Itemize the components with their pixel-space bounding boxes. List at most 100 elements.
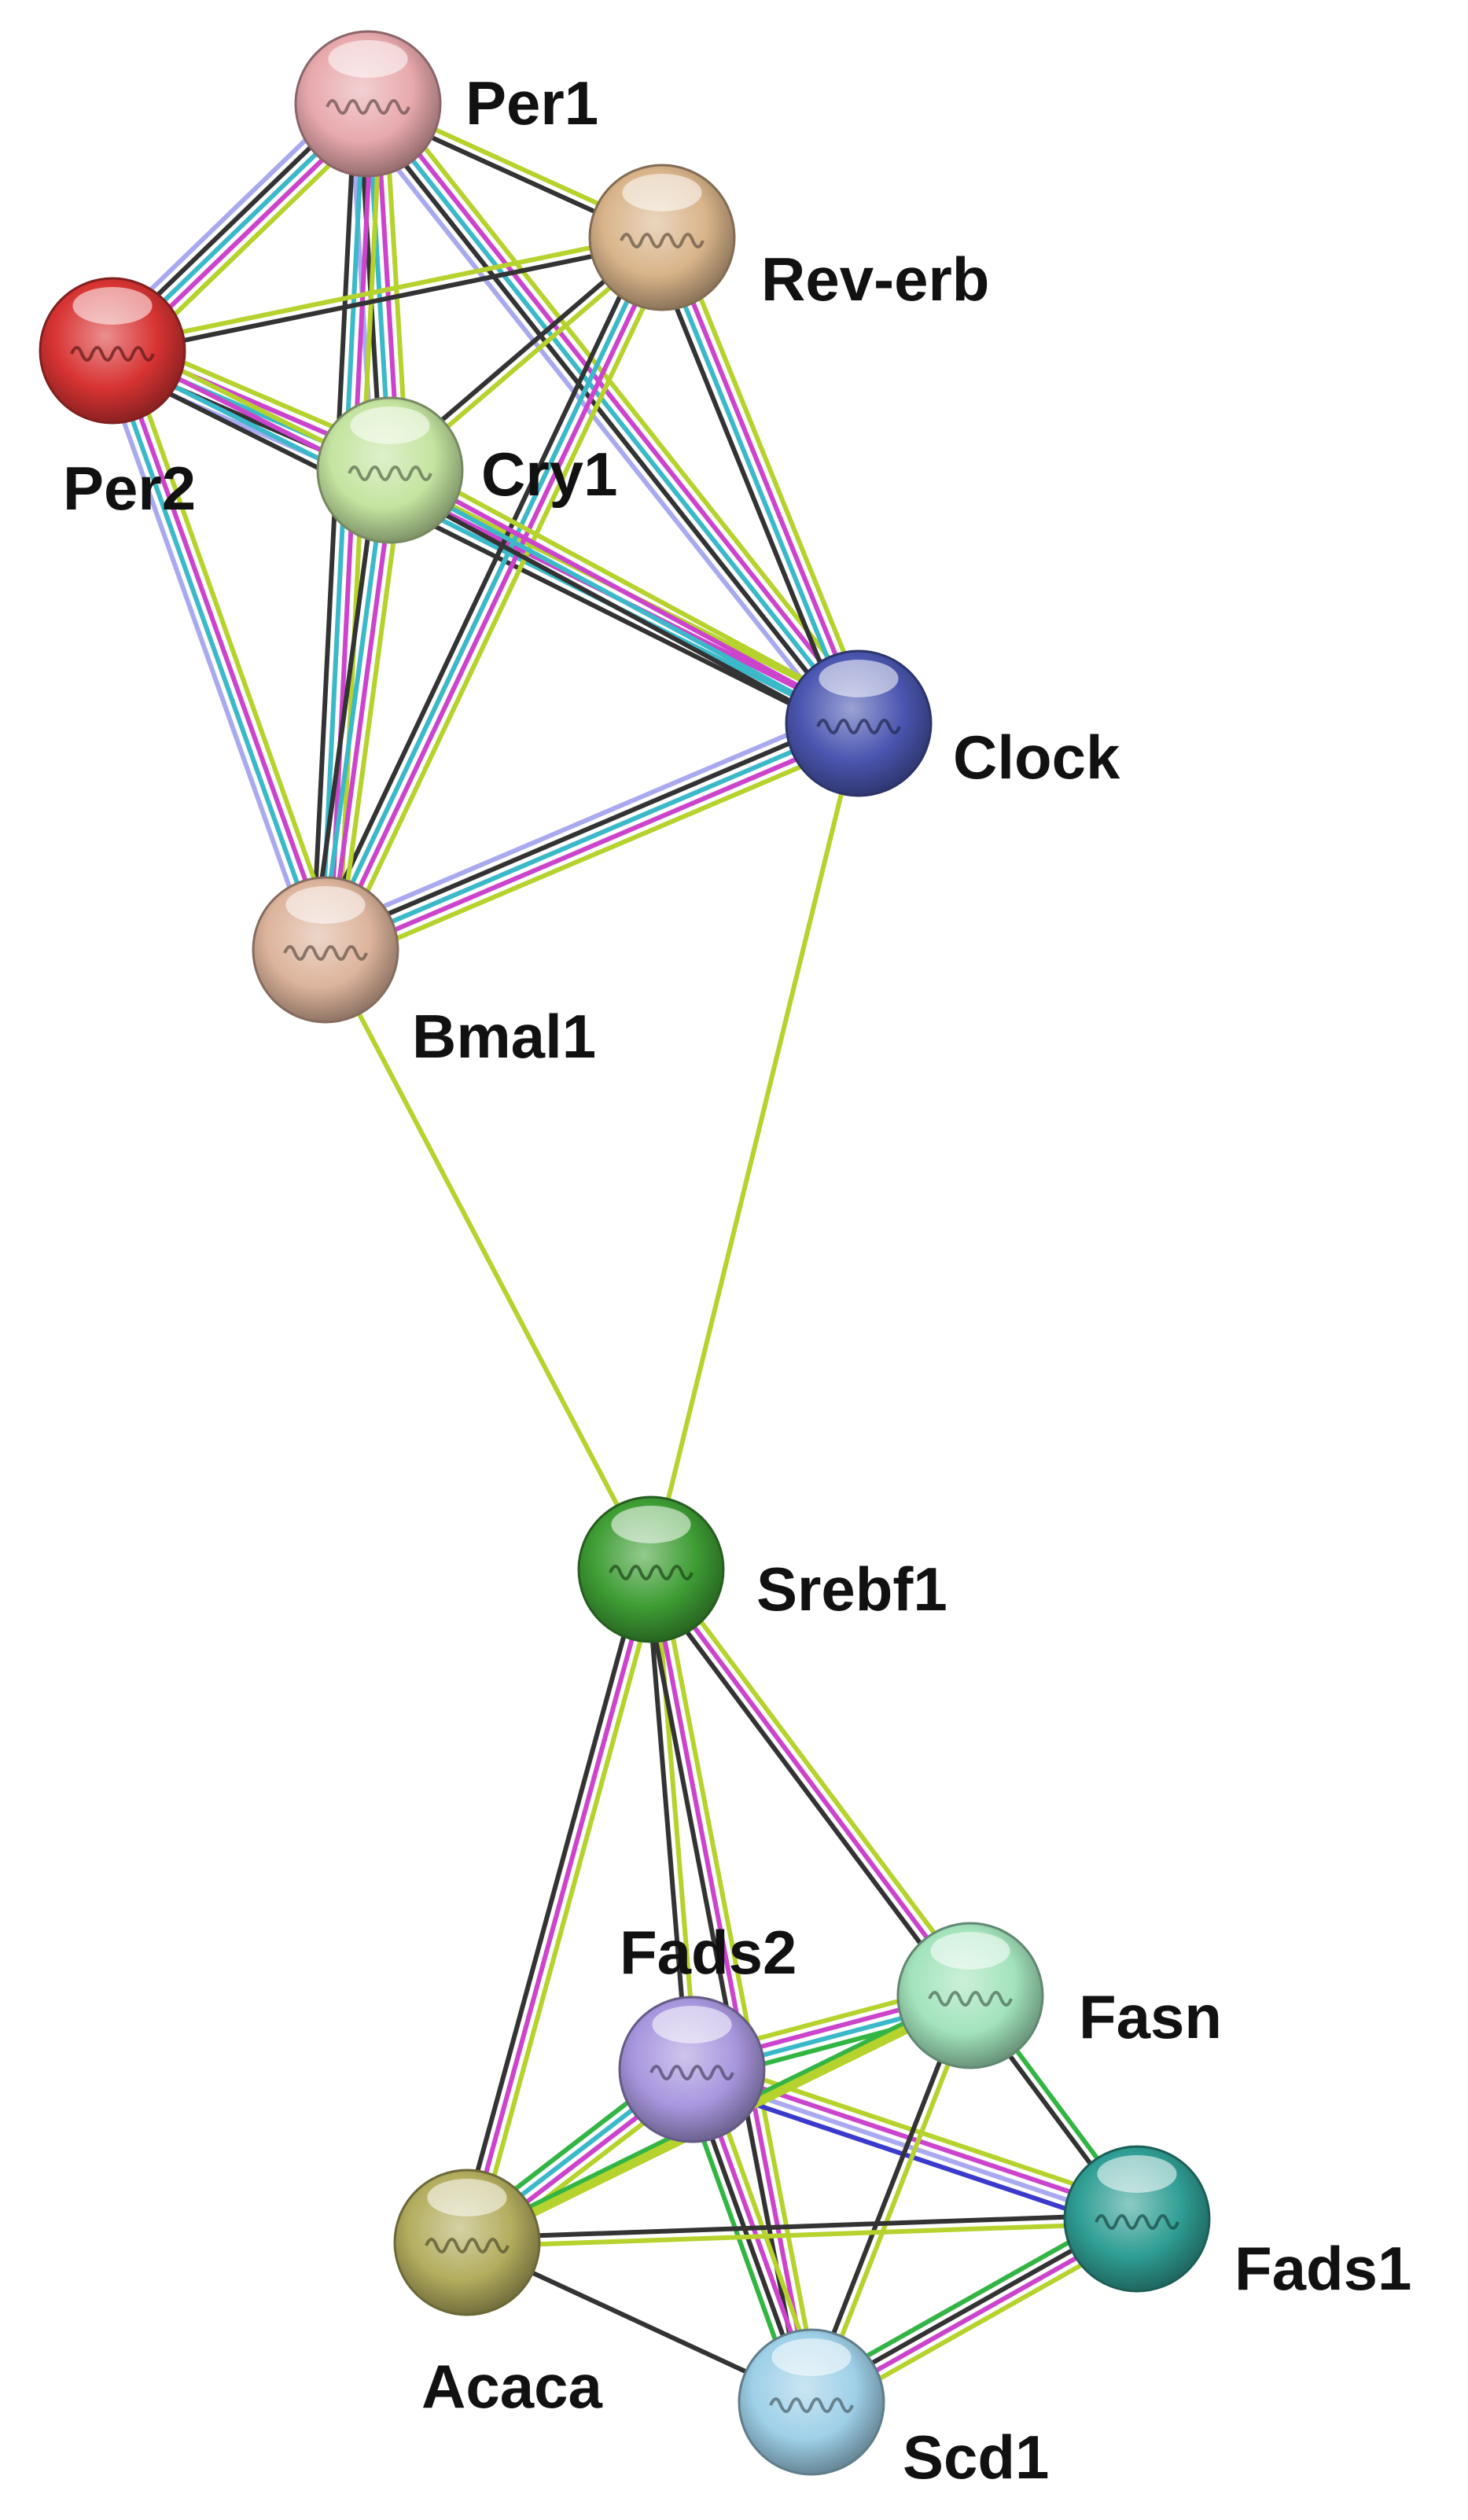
protein-structure-icon	[609, 1565, 694, 1580]
edge-strand-cyan	[319, 234, 660, 949]
node-label-fads1: Fads1	[1234, 2234, 1411, 2303]
node-label-fads2: Fads2	[620, 1918, 797, 1987]
protein-structure-icon	[649, 2065, 734, 2080]
node-cry1[interactable]	[316, 396, 464, 544]
edge-strand-cyan	[324, 721, 860, 952]
edge-per2-clock	[105, 337, 866, 738]
edge-clock-srebf1	[649, 723, 861, 1570]
protein-structure-icon	[70, 346, 155, 362]
edge-strand-lime	[695, 2055, 1142, 2209]
node-highlight	[819, 660, 899, 697]
edge-strand-black	[321, 713, 856, 944]
edge-strand-black	[310, 468, 380, 949]
node-label-per2: Per2	[63, 454, 196, 523]
node-per2[interactable]	[39, 277, 186, 425]
edge-strand-magenta	[113, 344, 862, 722]
edge-strand-magenta	[327, 238, 668, 953]
edge-cry1-bmal1	[310, 468, 406, 952]
edge-bmal1-srebf1	[323, 948, 653, 1571]
edge-strand-lime	[671, 231, 874, 719]
edge-strand-lime	[122, 345, 340, 947]
edge-strand-lime	[336, 471, 406, 952]
edge-strand-cyan	[318, 469, 388, 950]
edge-strand-lavender	[97, 354, 316, 955]
edge-strand-cyan	[386, 472, 858, 730]
node-label-bmal1: Bmal1	[412, 1002, 596, 1071]
edge-strand-black	[642, 1573, 966, 2003]
node-per1[interactable]	[294, 30, 442, 178]
protein-structure-icon	[283, 945, 368, 961]
edge-reverb-bmal1	[311, 230, 676, 957]
edge-strand-black	[105, 360, 854, 738]
edge-strand-lime	[657, 1567, 822, 2401]
edge-strand-lavender	[318, 704, 853, 936]
edge-strand-magenta	[391, 464, 863, 722]
node-label-reverb: Rev-erb	[761, 245, 989, 314]
node-fasn[interactable]	[896, 1922, 1044, 2069]
node-srebf1[interactable]	[577, 1495, 725, 1643]
nodes-layer	[39, 30, 1211, 2476]
edge-strand-magenta	[373, 97, 867, 720]
node-highlight	[622, 174, 702, 212]
edge-strand-cyan	[366, 102, 861, 725]
node-highlight	[350, 407, 430, 444]
edge-strand-black	[311, 230, 653, 946]
edge-strand-magenta	[328, 729, 863, 960]
node-highlight	[72, 287, 153, 325]
node-highlight	[1097, 2155, 1177, 2193]
protein-structure-icon	[425, 2238, 510, 2253]
protein-structure-icon	[620, 233, 705, 248]
node-highlight	[930, 1932, 1010, 1970]
edge-strand-cyan	[318, 103, 366, 950]
node-label-scd1: Scd1	[903, 2423, 1049, 2492]
node-highlight	[427, 2179, 507, 2216]
edge-strand-lime	[649, 723, 861, 1570]
node-reverb[interactable]	[588, 164, 736, 311]
node-highlight	[285, 886, 366, 924]
protein-structure-icon	[928, 1991, 1013, 2007]
node-fads2[interactable]	[618, 1996, 766, 2143]
edge-srebf1-acaca	[456, 1566, 662, 2246]
edge-strand-lime	[331, 737, 866, 969]
edge-strand-cyan	[105, 351, 324, 952]
node-clock[interactable]	[785, 649, 933, 797]
edge-srebf1-fasn	[642, 1562, 980, 2003]
edge-per1-clock	[352, 91, 874, 736]
edge-strand-black	[456, 1566, 646, 2241]
node-fads1[interactable]	[1063, 2145, 1211, 2293]
edge-strand-lime	[656, 1562, 980, 1992]
node-label-per1: Per1	[465, 68, 598, 138]
edge-strand-black	[644, 1569, 690, 2070]
node-label-acaca: Acaca	[421, 2352, 602, 2421]
edge-strand-magenta	[649, 1569, 814, 2403]
node-label-fasn: Fasn	[1079, 1982, 1222, 2051]
protein-structure-icon	[816, 719, 901, 734]
node-bmal1[interactable]	[252, 876, 399, 1024]
protein-structure-icon	[326, 99, 410, 115]
edge-strand-lime	[111, 230, 662, 349]
node-highlight	[771, 2338, 852, 2376]
edge-strand-magenta	[649, 1568, 973, 1997]
edge-strand-lime	[323, 948, 653, 1571]
node-scd1[interactable]	[738, 2328, 885, 2476]
edge-strand-magenta	[465, 1569, 653, 2243]
edge-clock-bmal1	[318, 704, 866, 969]
node-highlight	[328, 40, 408, 78]
edge-strand-cyan	[109, 352, 858, 730]
node-acaca[interactable]	[393, 2169, 541, 2316]
edge-strand-magenta	[664, 234, 865, 723]
edge-strand-magenta	[114, 348, 333, 950]
edge-strand-magenta	[327, 470, 397, 951]
edge-strand-black	[310, 103, 358, 950]
edge-strand-lime	[335, 241, 676, 957]
edge-strand-lime	[117, 337, 866, 714]
edge-strand-cyan	[656, 237, 857, 727]
node-label-srebf1: Srebf1	[756, 1554, 947, 1624]
edge-strand-lime	[467, 2220, 1138, 2250]
protein-structure-icon	[1095, 2214, 1179, 2230]
edge-strand-lime	[379, 91, 874, 715]
edge-per2-reverb	[111, 230, 664, 358]
node-label-clock: Clock	[953, 723, 1120, 792]
